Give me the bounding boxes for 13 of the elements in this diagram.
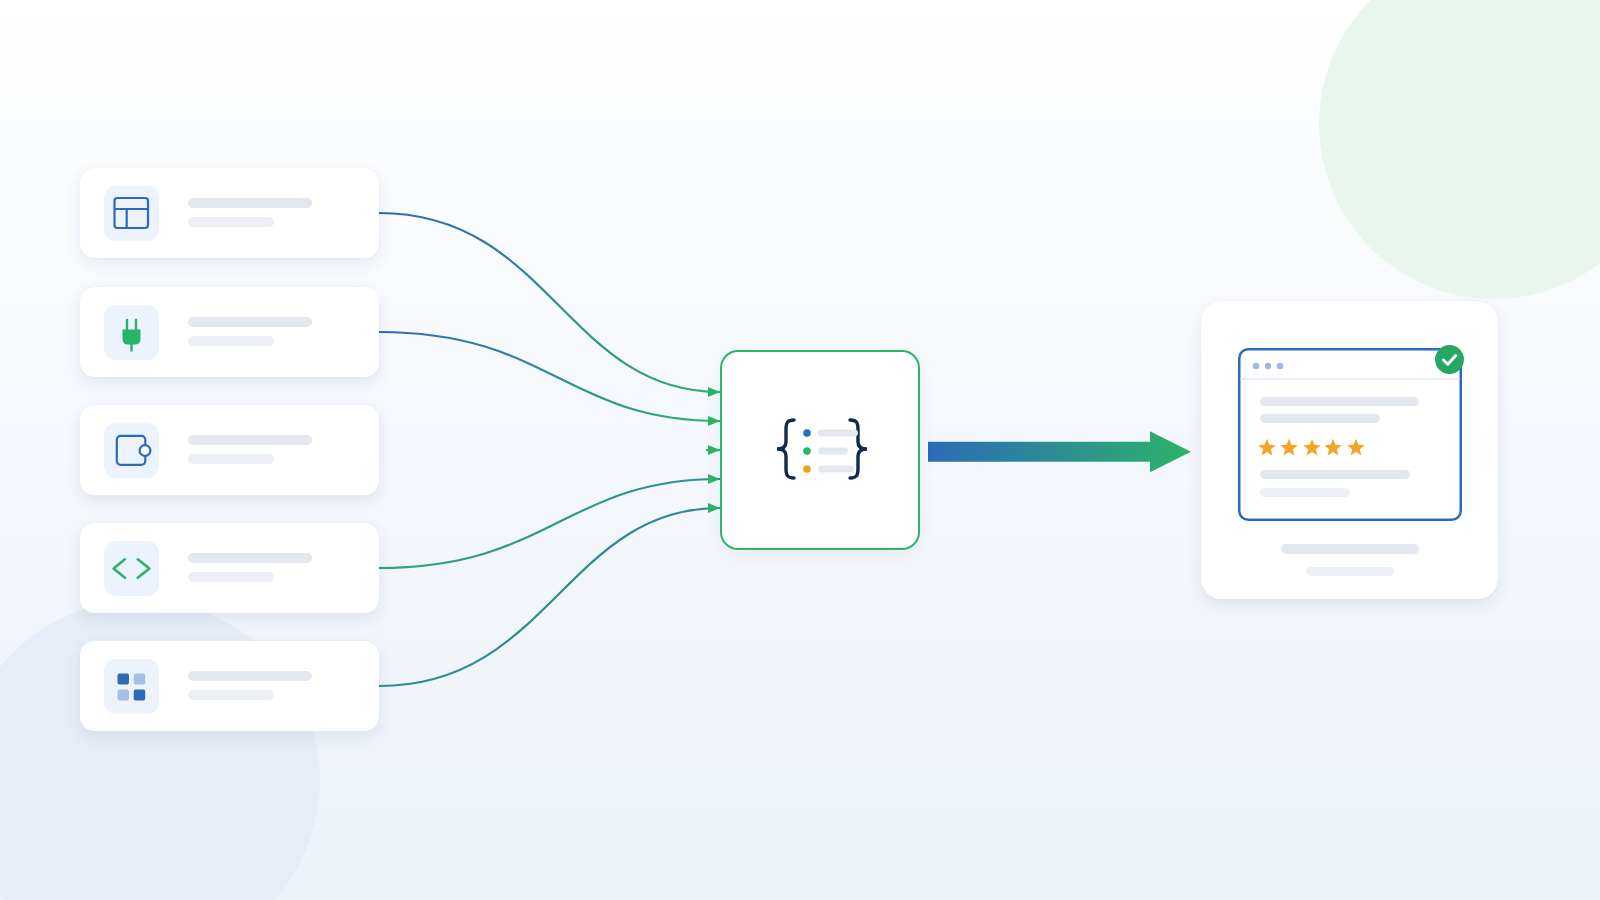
arrowhead <box>706 445 720 455</box>
curved-arrow <box>378 504 721 688</box>
curved-arrow <box>378 211 721 396</box>
source-card <box>80 168 379 258</box>
thick-arrow <box>928 431 1191 473</box>
curved-arrow <box>378 474 721 570</box>
hub-box <box>720 350 920 550</box>
source-card <box>80 405 379 495</box>
source-card <box>80 287 379 377</box>
source-card <box>80 641 379 731</box>
curved-arrow <box>378 330 721 426</box>
result-card <box>1201 301 1498 599</box>
source-card <box>80 523 379 613</box>
